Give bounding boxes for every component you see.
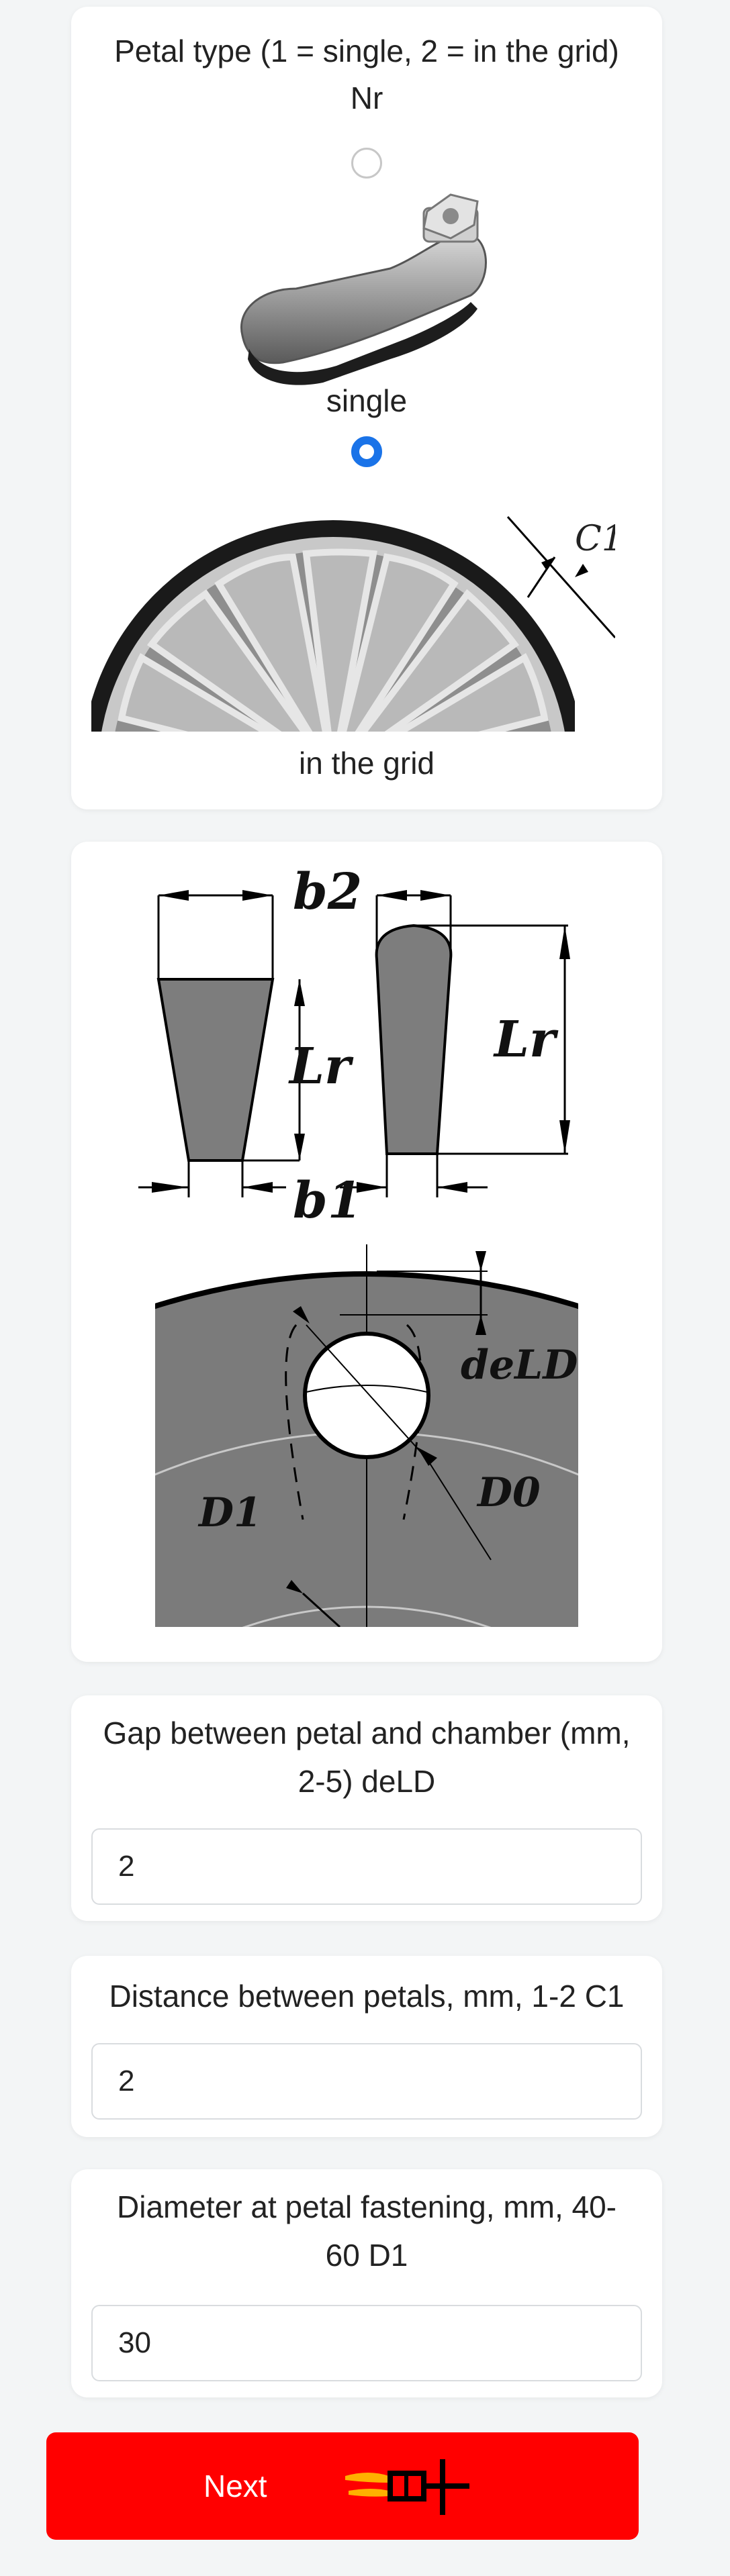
d1-label: D1 (197, 1489, 262, 1536)
b1-label: b1 (293, 1172, 362, 1230)
rocket-icon (345, 2459, 469, 2515)
distance-input[interactable]: 2 (91, 2043, 642, 2120)
petal-type-subtitle: Nr (350, 81, 383, 115)
deld-label: deLD (461, 1342, 578, 1389)
c1-label: C1 (575, 519, 615, 559)
diameter-label-line1: Diameter at petal fastening, mm, 40- (117, 2189, 617, 2224)
petal-type-card: Petal type (1 = single, 2 = in the grid)… (71, 7, 662, 809)
gap-card: Gap between petal and chamber (mm, 2-5) … (71, 1695, 662, 1921)
gap-input[interactable]: 2 (91, 1828, 642, 1905)
diameter-card: Diameter at petal fastening, mm, 40- 60 … (71, 2169, 662, 2397)
distance-card: Distance between petals, mm, 1-2 C1 2 (71, 1956, 662, 2137)
dimension-diagram-card: b2 Lr Lr b1 (71, 842, 662, 1662)
diameter-label-line2: 60 D1 (325, 2238, 408, 2273)
grid-petal-image: C1 (91, 516, 615, 732)
option-label-single: single (326, 383, 408, 418)
petal-type-title: Petal type (1 = single, 2 = in the grid) (114, 34, 619, 68)
radio-in-the-grid[interactable] (351, 436, 382, 467)
gap-label-line2: 2-5) deLD (298, 1764, 436, 1799)
gap-label-line1: Gap between petal and chamber (mm, (103, 1716, 631, 1750)
distance-label: Distance between petals, mm, 1-2 C1 (109, 1979, 625, 2014)
d0-label: D0 (476, 1469, 541, 1516)
next-button[interactable]: Next (46, 2432, 639, 2540)
single-petal-image (240, 193, 487, 385)
b2-label: b2 (293, 863, 362, 921)
next-button-label: Next (203, 2469, 267, 2504)
option-label-in-the-grid: in the grid (298, 746, 435, 781)
lr-left-label: Lr (288, 1038, 354, 1095)
dimension-diagram: b2 Lr Lr b1 (138, 863, 578, 1627)
diameter-input[interactable]: 30 (91, 2305, 642, 2381)
lr-right-label: Lr (493, 1011, 559, 1069)
radio-single[interactable] (351, 148, 382, 179)
